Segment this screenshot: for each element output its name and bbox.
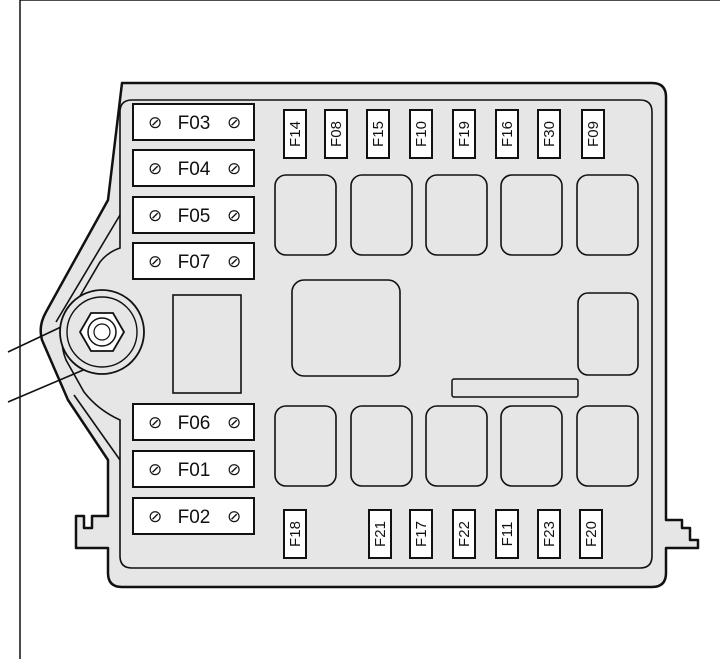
mini-fuse-f11: F11 xyxy=(495,509,519,559)
screw-icon: ⊘ xyxy=(148,413,162,432)
relay-top-5 xyxy=(576,174,639,256)
housing-edge-line-upper xyxy=(55,214,121,323)
relay-top-3 xyxy=(425,174,488,256)
screw-icon: ⊘ xyxy=(148,460,162,479)
mini-fuse-label: F30 xyxy=(541,121,558,147)
maxi-fuse-f04: ⊘ F04 ⊘ xyxy=(132,149,255,187)
mini-fuse-f19: F19 xyxy=(452,109,476,159)
screw-icon: ⊘ xyxy=(227,413,241,432)
screw-icon: ⊘ xyxy=(227,507,241,526)
maxi-fuse-label: F05 xyxy=(178,206,211,227)
mini-fuse-f21: F21 xyxy=(368,509,392,559)
screw-icon: ⊘ xyxy=(148,159,162,178)
mini-fuse-f18: F18 xyxy=(283,509,307,559)
relay-right-middle xyxy=(577,292,639,376)
screw-icon: ⊘ xyxy=(148,252,162,271)
relay-bottom-5 xyxy=(576,405,639,487)
screw-icon: ⊘ xyxy=(227,252,241,271)
housing-edge-line-lower xyxy=(73,394,121,461)
mini-fuse-label: F19 xyxy=(456,121,473,147)
maxi-fuse-f03: ⊘ F03 ⊘ xyxy=(132,103,255,141)
mini-fuse-f20: F20 xyxy=(579,509,603,559)
relay-top-1 xyxy=(274,174,337,256)
mini-fuse-f17: F17 xyxy=(409,509,433,559)
relay-row-bottom xyxy=(274,405,639,487)
maxi-fuse-f02: ⊘ F02 ⊘ xyxy=(132,497,255,535)
mini-fuse-f22: F22 xyxy=(452,509,476,559)
bar-slot xyxy=(451,378,579,398)
relay-row-top xyxy=(274,174,639,256)
maxi-fuse-f05: ⊘ F05 ⊘ xyxy=(132,196,255,234)
relay-bottom-1 xyxy=(274,405,337,487)
maxi-fuse-f07: ⊘ F07 ⊘ xyxy=(132,242,255,280)
maxi-fuse-label: F03 xyxy=(178,113,211,134)
mini-fuse-label: F16 xyxy=(499,121,516,147)
mini-fuse-row-top: F14 F08 F15 F10 F19 F16 F30 F09 xyxy=(283,109,605,159)
relay-bottom-2 xyxy=(350,405,413,487)
relay-top-4 xyxy=(500,174,563,256)
maxi-fuse-group-top: ⊘ F03 ⊘ ⊘ F04 ⊘ ⊘ F05 ⊘ ⊘ F07 ⊘ xyxy=(132,103,255,280)
mini-fuse-label: F10 xyxy=(413,121,430,147)
mini-fuse-label: F20 xyxy=(583,521,600,547)
mini-fuse-f15: F15 xyxy=(366,109,390,159)
screw-icon: ⊘ xyxy=(227,460,241,479)
relay-large-center xyxy=(291,279,401,377)
maxi-fuse-f06: ⊘ F06 ⊘ xyxy=(132,403,255,441)
mini-fuse-f09: F09 xyxy=(581,109,605,159)
mini-fuse-label: F11 xyxy=(499,522,516,547)
maxi-fuse-group-bottom: ⊘ F06 ⊘ ⊘ F01 ⊘ ⊘ F02 ⊘ xyxy=(132,403,255,535)
mini-fuse-row-bottom: F18 F21 F17 F22 F11 F23 F20 xyxy=(283,509,603,559)
mini-fuse-label: F08 xyxy=(328,121,345,147)
mini-fuse-label: F18 xyxy=(287,521,304,547)
mini-fuse-label: F22 xyxy=(456,521,473,547)
screw-icon: ⊘ xyxy=(227,113,241,132)
mini-fuse-f30: F30 xyxy=(537,109,561,159)
maxi-fuse-label: F06 xyxy=(178,413,211,434)
screw-icon: ⊘ xyxy=(148,206,162,225)
screw-icon: ⊘ xyxy=(148,507,162,526)
mini-fuse-f08: F08 xyxy=(324,109,348,159)
relay-bottom-3 xyxy=(425,405,488,487)
maxi-fuse-label: F02 xyxy=(178,507,211,528)
relay-bottom-4 xyxy=(500,405,563,487)
terminal-stud xyxy=(59,289,145,375)
relay-top-2 xyxy=(350,174,413,256)
mini-fuse-f23: F23 xyxy=(537,509,561,559)
screw-icon: ⊘ xyxy=(227,159,241,178)
screw-icon: ⊘ xyxy=(227,206,241,225)
maxi-fuse-label: F04 xyxy=(178,159,211,180)
mini-fuse-f14: F14 xyxy=(283,109,307,159)
mini-fuse-f10: F10 xyxy=(409,109,433,159)
mini-fuse-label: F23 xyxy=(541,521,558,547)
cable-line-lower xyxy=(7,367,89,403)
mini-fuse-f16: F16 xyxy=(495,109,519,159)
maxi-fuse-label: F01 xyxy=(178,460,211,481)
connector-slot xyxy=(172,294,242,394)
mini-fuse-label: F17 xyxy=(413,521,430,547)
mini-fuse-label: F21 xyxy=(372,521,389,547)
maxi-fuse-f01: ⊘ F01 ⊘ xyxy=(132,450,255,488)
mini-fuse-label: F14 xyxy=(287,121,304,147)
mini-fuse-label: F15 xyxy=(370,121,387,147)
mini-fuse-label: F09 xyxy=(585,121,602,147)
screw-icon: ⊘ xyxy=(148,113,162,132)
maxi-fuse-label: F07 xyxy=(178,252,211,273)
